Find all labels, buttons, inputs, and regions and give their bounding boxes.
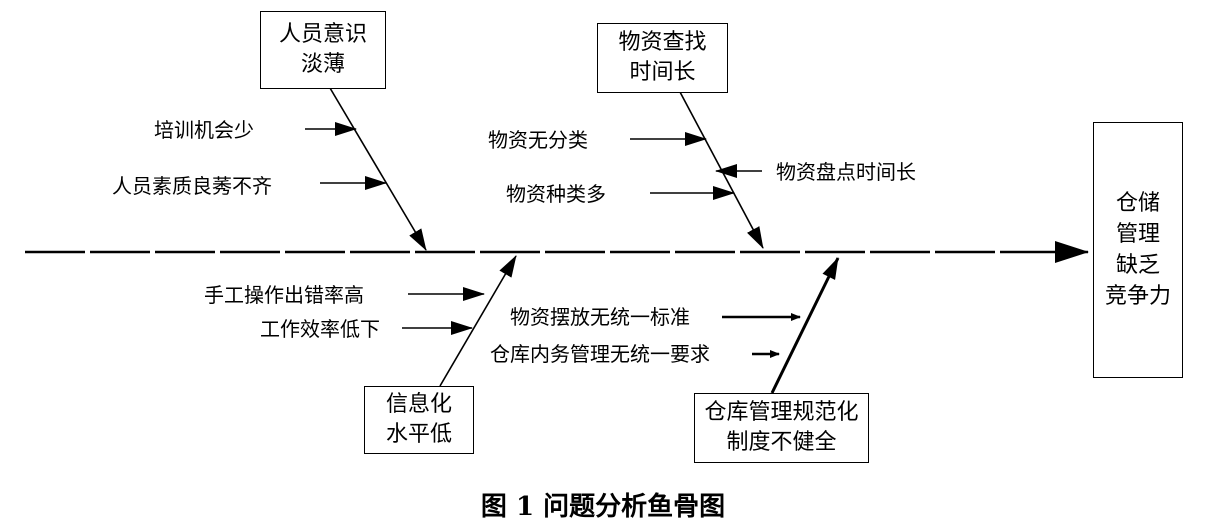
category-management-line-1: 仓库管理规范化 — [704, 400, 859, 425]
cause-placement: 物资摆放无统一标准 — [510, 305, 690, 329]
cause-internal-affairs: 仓库内务管理无统一要求 — [490, 342, 710, 366]
cause-training: 培训机会少 — [154, 118, 254, 142]
category-management-line-2: 制度不健全 — [726, 430, 837, 455]
bone-materials — [679, 91, 764, 249]
cause-low-efficiency: 工作效率低下 — [260, 317, 380, 341]
cause-inventory-time: 物资盘点时间长 — [776, 160, 916, 184]
figure-caption: 图 1 问题分析鱼骨图 — [480, 492, 726, 522]
category-box-materials: 物资查找 时间长 — [597, 23, 728, 93]
category-box-information: 信息化 水平低 — [364, 386, 474, 454]
category-information-line-2: 水平低 — [385, 422, 452, 447]
bone-personnel — [329, 87, 427, 251]
effect-line-1: 仓储 — [1115, 191, 1160, 216]
cause-many-types: 物资种类多 — [506, 182, 606, 206]
category-personnel-line-1: 人员意识 — [278, 22, 367, 47]
bone-information — [439, 255, 517, 387]
category-materials-line-2: 时间长 — [629, 60, 696, 85]
cause-quality: 人员素质良莠不齐 — [112, 174, 272, 198]
category-information-line-1: 信息化 — [385, 392, 452, 417]
effect-box: 仓储 管理 缺乏 竞争力 — [1093, 122, 1183, 378]
bone-management — [770, 257, 840, 394]
effect-line-4: 竞争力 — [1104, 284, 1171, 309]
category-materials-line-1: 物资查找 — [618, 30, 707, 55]
effect-line-2: 管理 — [1115, 222, 1160, 247]
cause-unclassified: 物资无分类 — [488, 128, 588, 152]
category-box-management: 仓库管理规范化 制度不健全 — [694, 393, 869, 463]
category-box-personnel: 人员意识 淡薄 — [260, 11, 386, 89]
effect-line-3: 缺乏 — [1115, 253, 1160, 278]
cause-manual-error: 手工操作出错率高 — [204, 283, 364, 307]
category-personnel-line-2: 淡薄 — [300, 52, 345, 77]
